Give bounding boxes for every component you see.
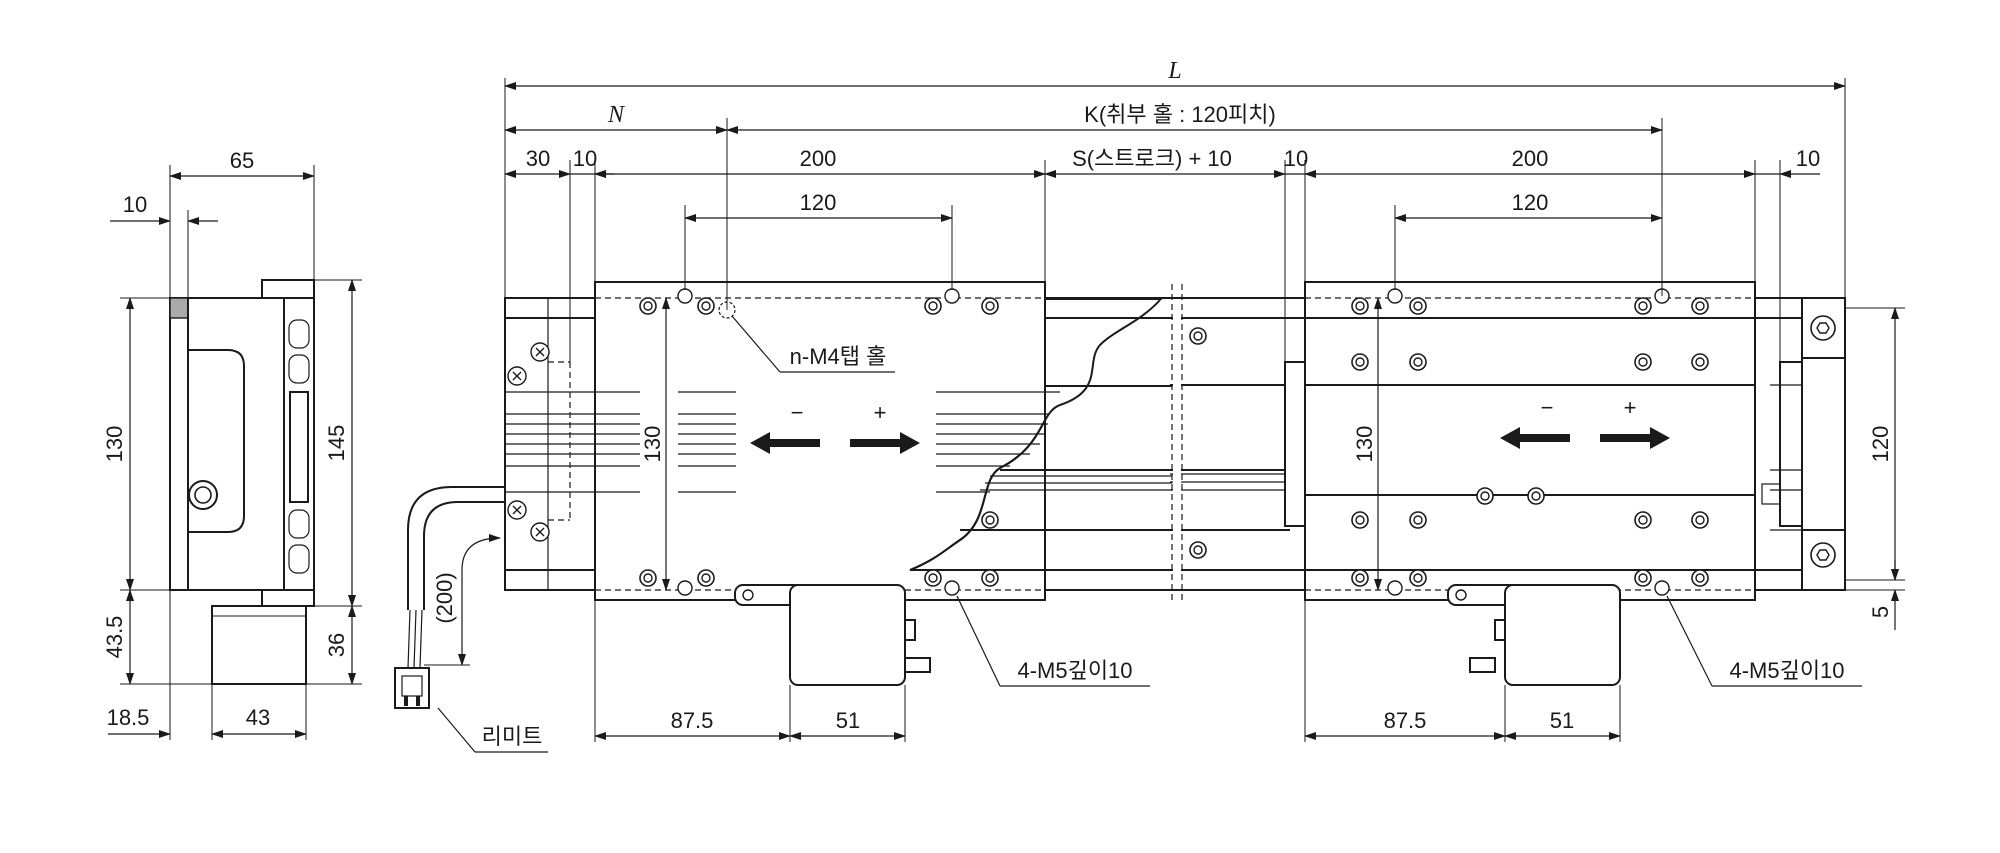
dim-43: 43 bbox=[246, 705, 270, 730]
dim-87-5-right: 87.5 bbox=[1384, 708, 1427, 733]
dim-36: 36 bbox=[324, 633, 349, 657]
dim-120-left: 120 bbox=[800, 190, 837, 215]
dim-18-5: 18.5 bbox=[107, 705, 150, 730]
depth-hole-label-left: 4-M5깊이10 bbox=[1017, 658, 1132, 683]
dim-10-c: 10 bbox=[1796, 146, 1820, 171]
minus-sign-left: − bbox=[791, 400, 804, 425]
dim-130-side: 130 bbox=[102, 426, 127, 463]
dim-145: 145 bbox=[324, 425, 349, 462]
dim-5: 5 bbox=[1868, 606, 1893, 618]
dim-K: K(취부 홀 : 120피치) bbox=[1084, 102, 1276, 127]
top-view: − + bbox=[394, 281, 1846, 709]
side-view bbox=[169, 279, 315, 685]
limit-label: 리미트 bbox=[482, 724, 543, 749]
dim-200-left: 200 bbox=[800, 146, 837, 171]
minus-sign-right: − bbox=[1541, 395, 1554, 420]
plus-sign-left: + bbox=[874, 400, 887, 425]
dim-L: L bbox=[1167, 58, 1181, 84]
callouts: n-M4탭 홀 4-M5깊이10 4-M5깊이10 리미트 bbox=[437, 315, 1862, 753]
arrow-right-icon bbox=[850, 432, 920, 454]
dim-N: N bbox=[607, 102, 626, 128]
dim-65: 65 bbox=[230, 148, 254, 173]
dim-51-left: 51 bbox=[836, 708, 860, 733]
arrow-right-icon-2 bbox=[1600, 427, 1670, 449]
arrow-left-icon bbox=[750, 432, 820, 454]
dim-10-side: 10 bbox=[123, 192, 147, 217]
side-view-dimensions: 65 10 130 43.5 145 36 18.5 43 bbox=[102, 148, 362, 740]
top-view-dimensions: L N K(취부 홀 : 120피치) 30 10 200 S(스트로크) + … bbox=[424, 58, 1905, 742]
dim-200-right: 200 bbox=[1512, 146, 1549, 171]
dim-10-a: 10 bbox=[573, 146, 597, 171]
dim-87-5-left: 87.5 bbox=[671, 708, 714, 733]
plus-sign-right: + bbox=[1624, 395, 1637, 420]
dim-130-left: 130 bbox=[640, 426, 665, 463]
dim-130-right: 130 bbox=[1352, 426, 1377, 463]
dim-stroke: S(스트로크) + 10 bbox=[1072, 146, 1232, 171]
dim-120-vertical: 120 bbox=[1868, 426, 1893, 463]
left-carriage: − + bbox=[505, 281, 1172, 686]
tap-hole-label: n-M4탭 홀 bbox=[790, 344, 887, 369]
dim-30: 30 bbox=[526, 146, 550, 171]
right-carriage: − + bbox=[1284, 281, 1756, 686]
dim-200-cable: (200) bbox=[432, 572, 457, 623]
rail-lines-left bbox=[505, 391, 1060, 493]
dim-43-5: 43.5 bbox=[102, 616, 127, 659]
dim-51-right: 51 bbox=[1550, 708, 1574, 733]
depth-hole-label-right: 4-M5깊이10 bbox=[1729, 658, 1844, 683]
dim-10-b: 10 bbox=[1284, 146, 1308, 171]
dim-120-right: 120 bbox=[1512, 190, 1549, 215]
arrow-left-icon-2 bbox=[1500, 427, 1570, 449]
